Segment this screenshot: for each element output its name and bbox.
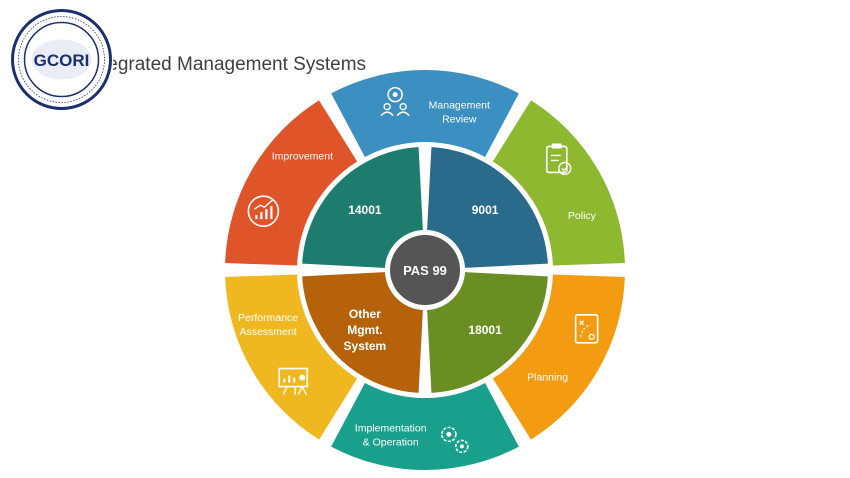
segment-shape bbox=[225, 100, 358, 266]
growth-chart-icon bbox=[247, 195, 280, 227]
hub-circle bbox=[390, 235, 460, 305]
segment-policy: Policy bbox=[492, 100, 625, 266]
logo-seal: GCORI bbox=[11, 9, 112, 110]
segment-improvement: Improvement bbox=[225, 100, 358, 266]
gcori-logo: GCORI bbox=[10, 8, 113, 111]
segment-label: Planning bbox=[527, 371, 568, 383]
quadrant-shape bbox=[302, 272, 423, 393]
quadrant-14001: 14001 bbox=[302, 147, 423, 268]
quadrant-label: 9001 bbox=[472, 203, 499, 217]
segment-shape bbox=[492, 100, 625, 266]
gears-icon bbox=[441, 426, 469, 454]
quadrant-shape bbox=[427, 272, 548, 393]
segment-shape bbox=[225, 274, 358, 440]
quadrant-9001: 9001 bbox=[427, 147, 548, 268]
segment-implementation-operation: Implementation& Operation bbox=[331, 383, 519, 470]
segment-planning: Planning bbox=[492, 274, 625, 440]
segment-shape bbox=[331, 383, 519, 470]
clipboard-check-icon bbox=[545, 143, 572, 176]
quadrant-shape bbox=[302, 147, 423, 268]
quadrant-shape bbox=[427, 147, 548, 268]
page-subtitle: tegrated Management Systems bbox=[102, 54, 367, 75]
presentation-icon bbox=[278, 367, 309, 395]
quadrant-label: 14001 bbox=[348, 203, 382, 217]
hub: PAS 99 bbox=[385, 230, 465, 310]
segment-shape bbox=[492, 274, 625, 440]
segment-shape bbox=[331, 70, 519, 157]
segment-label: Policy bbox=[568, 210, 597, 222]
logo-text: GCORI bbox=[34, 51, 90, 70]
quadrant-18001: 18001 bbox=[427, 272, 548, 393]
hub-label: PAS 99 bbox=[403, 263, 447, 278]
segment-label: Implementation& Operation bbox=[355, 422, 427, 448]
strategy-board-icon bbox=[574, 314, 599, 344]
quadrant-label: 18001 bbox=[468, 323, 502, 337]
gear-people-icon bbox=[380, 86, 410, 117]
segment-label: Improvement bbox=[272, 151, 333, 163]
